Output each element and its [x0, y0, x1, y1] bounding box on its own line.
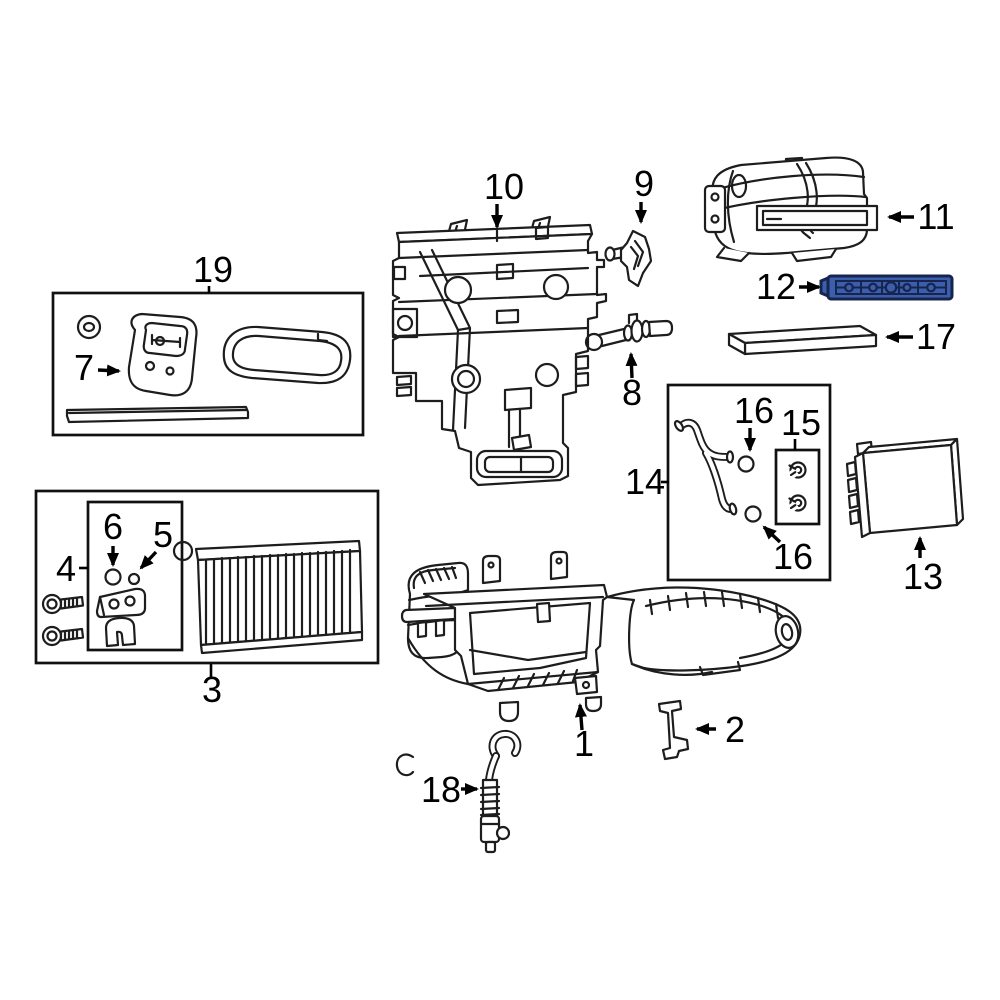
callout-2: 2: [695, 709, 745, 750]
callout-8-arrow: [625, 352, 638, 379]
kit-box-4-outline: [86, 500, 184, 652]
housing-right-scroll-duct: [605, 586, 802, 677]
part-2-mounting-bracket: [657, 699, 690, 761]
spring-clip: [786, 494, 807, 513]
o-ring-6: [104, 568, 122, 586]
kit-box-3-outline: [34, 489, 380, 665]
callout-1: 1: [574, 703, 594, 764]
callout-3-label: 3: [202, 669, 222, 710]
callout-2-label: 2: [725, 709, 745, 750]
callout-8: 8: [622, 352, 642, 413]
housing-feet: [395, 695, 603, 777]
callout-14: 14: [625, 461, 669, 502]
callout-16-bottom-arrow: [762, 525, 782, 544]
kit-box-19-seal-kit: [51, 291, 365, 437]
part-8-tube-fitting: [584, 312, 674, 352]
part-9-bracket: [604, 229, 653, 288]
callout-9: 9: [634, 163, 654, 224]
kit-box-3-evaporator-kit: [34, 489, 380, 665]
callout-7: 7: [74, 347, 121, 388]
callout-5-arrow: [139, 550, 158, 570]
callout-8-label: 8: [622, 372, 642, 413]
kit-box-15-clip-set: [774, 448, 821, 526]
door-seal-ring: [222, 325, 352, 385]
callout-10: 10: [484, 166, 524, 229]
callout-17: 17: [885, 316, 956, 357]
callout-6: 6: [103, 506, 123, 567]
callout-3: 3: [202, 664, 222, 710]
screw: [41, 625, 85, 647]
callout-12-label: 12: [756, 266, 796, 307]
housing-posts: [481, 550, 569, 585]
callout-11-label: 11: [917, 196, 954, 237]
kit-box-15-outline: [774, 448, 821, 526]
callout-13-label: 13: [903, 556, 943, 597]
callout-16-bottom-label: 16: [773, 536, 813, 577]
callout-4: 4: [56, 548, 88, 589]
callout-14-label: 14: [625, 461, 665, 502]
housing-center-box: [422, 583, 609, 696]
callout-19: 19: [193, 249, 233, 293]
callout-5: 5: [139, 514, 173, 570]
o-ring-5: [127, 572, 141, 586]
grommet-seal: [76, 314, 102, 340]
callout-17-label: 17: [916, 316, 956, 357]
callout-18-label: 18: [421, 769, 461, 810]
callout-9-label: 9: [634, 163, 654, 204]
callout-11: 11: [887, 196, 955, 237]
u-clip: [104, 616, 137, 648]
callout-19-label: 19: [193, 249, 233, 290]
o-ring-16-bottom: [744, 505, 762, 523]
callout-4-label: 4: [56, 548, 76, 589]
highlight-rollers: [844, 281, 936, 294]
callout-1-label: 1: [574, 723, 594, 764]
heater-tube: [673, 418, 738, 516]
part-17-cabin-air-filter: [727, 324, 878, 356]
part-1-lower-housing: [395, 550, 802, 777]
evaporator-core: [172, 539, 364, 655]
callout-12: 12: [756, 266, 821, 307]
callout-15-label: 15: [781, 402, 821, 443]
callout-1-arrow: [574, 703, 587, 731]
callout-13: 13: [903, 536, 943, 597]
callout-7-label: 7: [74, 347, 94, 388]
callout-16-bottom: 16: [762, 525, 813, 577]
part-12-filter-door-highlighted: [819, 274, 954, 301]
part-11-blower-housing: [703, 156, 879, 263]
o-ring-16-top: [737, 455, 755, 473]
callout-18: 18: [421, 769, 479, 810]
retainer-bracket: [95, 587, 147, 619]
part-13-heater-core: [845, 437, 965, 539]
callout-16-top-label: 16: [734, 390, 774, 431]
callout-15: 15: [781, 402, 821, 450]
seal-strip: [65, 405, 250, 424]
callout-10-label: 10: [484, 166, 524, 207]
callout-7-arrow: [97, 364, 121, 377]
callout-16-top: 16: [734, 390, 774, 452]
spring-clip: [786, 461, 807, 480]
screw: [41, 593, 85, 615]
callout-5-label: 5: [153, 514, 173, 555]
housing-left-scoop: [400, 561, 470, 686]
part-7-cover-plate: [127, 312, 198, 397]
part-18-drain-tube: [479, 730, 522, 854]
part-10-hvac-case: [391, 215, 608, 487]
callout-6-label: 6: [103, 506, 123, 547]
